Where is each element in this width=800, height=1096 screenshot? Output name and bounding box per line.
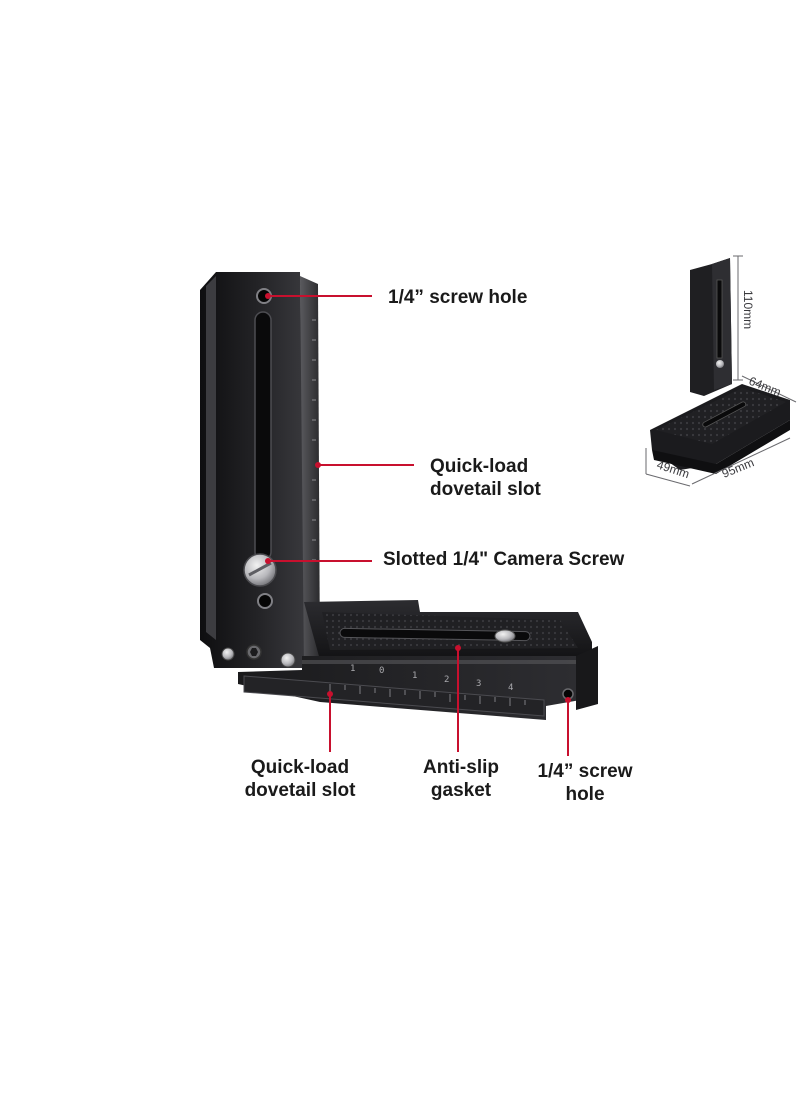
dimension-thumbnail: 110mm 64mm 49mm 95mm [645, 255, 797, 487]
callout-text: 1/4” screw hole [388, 287, 528, 308]
scale-mark: 1 [350, 664, 355, 674]
scale-mark: 2 [444, 675, 449, 685]
scale-mark: 0 [379, 666, 384, 676]
callout-text: dovetail slot [430, 479, 541, 500]
base-front-highlight [302, 660, 590, 664]
gasket-slot [339, 627, 531, 642]
side-screw-left [221, 647, 235, 661]
callout-text: Quick-load [250, 757, 350, 778]
lower-hole [257, 593, 273, 609]
side-screw-right [280, 652, 296, 668]
vertical-plate-edge [300, 276, 320, 672]
callout-bottom-dovetail: Quick-load dovetail slot [241, 756, 359, 802]
vertical-slot [254, 311, 272, 561]
hex-socket-icon [250, 648, 258, 656]
callout-text: hole [565, 784, 605, 805]
callout-top-screw-hole: 1/4” screw hole [388, 286, 527, 309]
main-bracket: 1 0 1 2 3 4 [200, 272, 598, 720]
callout-text: 1/4” screw [537, 761, 633, 782]
vertical-plate [200, 272, 304, 668]
callout-text: Quick-load [430, 456, 529, 477]
callout-dots [265, 293, 571, 703]
callout-anti-slip-gasket: Anti-slip gasket [413, 756, 509, 802]
scale-mark: 3 [476, 679, 481, 689]
scale-mark: 4 [508, 683, 513, 693]
edge-scale-ticks [312, 319, 316, 561]
callout-camera-screw: Slotted 1/4" Camera Screw [383, 548, 624, 571]
base-screw [494, 629, 516, 643]
bottom-dovetail-ruler [243, 675, 545, 717]
callout-text: Slotted 1/4" Camera Screw [383, 549, 625, 570]
callout-side-dovetail: Quick-load dovetail slot [430, 455, 541, 501]
callout-text: gasket [430, 780, 492, 801]
callout-text: dovetail slot [244, 780, 356, 801]
scale-mark: 1 [412, 671, 417, 681]
ruler-ticks [329, 684, 526, 706]
camera-screw [243, 553, 277, 587]
base-end-face [576, 646, 598, 710]
dimension-height: 110mm [741, 290, 755, 329]
callout-bottom-screw-hole: 1/4” screw hole [531, 760, 639, 806]
vertical-plate-chamfer [206, 276, 216, 640]
callout-lines [268, 295, 569, 756]
callout-text: Anti-slip [423, 757, 499, 778]
